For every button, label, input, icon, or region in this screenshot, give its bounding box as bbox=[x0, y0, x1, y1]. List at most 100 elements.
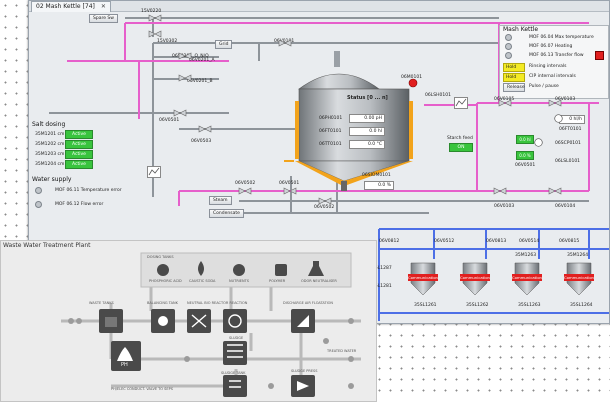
reactor-block bbox=[223, 309, 247, 333]
temp-tag: 06TT0101 bbox=[319, 142, 342, 147]
pressure-value: 0.0 % bbox=[516, 151, 534, 160]
waste-water-window: Waste Water Treatment Plant bbox=[0, 240, 377, 402]
polymer-icon bbox=[275, 264, 287, 276]
label-waste-tanks: WASTE TANKS bbox=[89, 301, 114, 305]
valve-label: 06V0815 bbox=[559, 239, 580, 244]
alarm-tag: 06LSH0101 bbox=[425, 93, 451, 98]
sludge-block bbox=[223, 341, 247, 365]
valve-label: 06V0501 bbox=[159, 118, 180, 123]
level-switch-tag: 06M0101 bbox=[401, 75, 423, 80]
action-label: CIP internal intervals bbox=[529, 74, 576, 79]
sludge-tank-block bbox=[223, 375, 247, 397]
valve-label: 06V0812 bbox=[379, 239, 400, 244]
release-button[interactable]: Release bbox=[503, 83, 525, 92]
tank-status-label: Status [0 ... n] bbox=[347, 95, 388, 101]
mash-kettle-item: MOF 06.04 Max temperature bbox=[529, 35, 594, 40]
status-indicator bbox=[505, 43, 512, 50]
pressure-tag: 06SCP0101 bbox=[555, 141, 581, 146]
label-discharge: DISCHARGE AIR FLOATATION bbox=[283, 301, 334, 305]
salt-tag: 35M1202 cm bbox=[35, 142, 65, 147]
salt-state[interactable]: Active bbox=[65, 140, 93, 149]
tank-alarm[interactable]: Communication bbox=[512, 274, 542, 281]
dosing-item: ODOR NEUTRALISER bbox=[301, 279, 337, 283]
salt-tag: 35M1203 cm bbox=[35, 152, 65, 157]
alarm-lamp bbox=[408, 78, 418, 88]
label-balancing: BALANCING TANK bbox=[147, 301, 178, 305]
valve-label: 06V0514 bbox=[519, 239, 540, 244]
salt-state[interactable]: Active bbox=[65, 160, 93, 169]
mash-kettle-item: MOF 06.07 Heating bbox=[529, 44, 573, 49]
starch-status[interactable]: ON bbox=[449, 143, 473, 152]
hold-button[interactable]: Hold bbox=[503, 63, 525, 72]
valve-label: 06V0101 bbox=[274, 39, 295, 44]
waste-water-diagram bbox=[61, 252, 361, 397]
ph-label: PH bbox=[121, 362, 128, 368]
valve-label: 06V0813 bbox=[486, 239, 507, 244]
alarm-square[interactable] bbox=[595, 51, 604, 60]
nutrients-icon bbox=[233, 264, 245, 276]
dosing-item: PHOSPHORIC ACID bbox=[149, 279, 182, 283]
label-sludge: SLUDGE bbox=[229, 336, 244, 340]
action-label: Pulse / pause bbox=[529, 84, 559, 89]
salt-state[interactable]: Active bbox=[65, 150, 93, 159]
water-supply-title: Water supply bbox=[32, 176, 72, 183]
valve-label: 06V0103 bbox=[555, 97, 576, 102]
valve-icons[interactable] bbox=[29, 1, 609, 323]
trend-icon[interactable] bbox=[454, 97, 468, 109]
valve-label: 06V0502 bbox=[235, 181, 256, 186]
mash-tank bbox=[295, 51, 418, 191]
tank-alarm[interactable]: Communication bbox=[408, 274, 438, 281]
condensate-button[interactable]: Condensate bbox=[209, 209, 244, 218]
trend-icon[interactable] bbox=[147, 166, 161, 178]
salt-dosing-title: Salt dosing bbox=[32, 121, 66, 128]
valve-label: 06V0512 bbox=[434, 239, 455, 244]
dosing-item: POLYMER bbox=[269, 279, 286, 283]
valve-label: 06V0201_A bbox=[189, 58, 215, 63]
caustic-icon bbox=[198, 261, 204, 276]
agitator-tag: 06SIOM0101 bbox=[362, 173, 391, 178]
valve-label: 06V0103 bbox=[494, 204, 515, 209]
valve-label: 06V0201_B bbox=[187, 79, 213, 84]
grid-button[interactable]: Grid bbox=[215, 40, 233, 49]
waste-water-title: Waste Water Treatment Plant bbox=[3, 242, 91, 249]
flow-tag: 06FT0101 bbox=[559, 127, 582, 132]
valve-label: 15V0220 bbox=[141, 9, 162, 14]
label-sludge-press: SLUDGE PRESS bbox=[291, 369, 318, 373]
tank-tag: 35SL1262 bbox=[466, 303, 489, 308]
level-tag: 06LSL0101 bbox=[555, 159, 581, 164]
label-neutralisation: NEUTRAL BIO REACTOR REACTION bbox=[187, 301, 248, 305]
status-indicator bbox=[35, 201, 42, 208]
agitator-value: 0.0 % bbox=[364, 181, 394, 190]
steam-button[interactable]: Steam bbox=[209, 196, 232, 205]
status-indicator bbox=[505, 52, 512, 59]
valve-label: 06V0104 bbox=[555, 204, 576, 209]
starch-feed-label: Starch feed bbox=[447, 136, 473, 141]
hold-button[interactable]: Hold bbox=[503, 73, 525, 82]
valve-label: 06V0502 bbox=[314, 205, 335, 210]
motor-tag: 35M1263 bbox=[515, 253, 537, 258]
temp-value: 0.0 °C bbox=[349, 140, 385, 149]
tank-tag: 35SL1261 bbox=[414, 303, 437, 308]
status-indicator bbox=[35, 187, 42, 194]
left-tag: 35L1287 bbox=[372, 266, 392, 271]
motor-tag: 35M1264 bbox=[567, 253, 589, 258]
valve-label: 06V0501 bbox=[515, 163, 536, 168]
dosing-item: NUTRIENTS bbox=[229, 279, 249, 283]
tank-alarm[interactable]: Communication bbox=[460, 274, 490, 281]
flow-tag: 06FT0101 bbox=[319, 129, 342, 134]
salt-state[interactable]: Active bbox=[65, 130, 93, 139]
window-tab-bar: 02 Mash Kettle [74]✕ bbox=[29, 1, 609, 12]
waste-tanks-block bbox=[99, 309, 123, 333]
label-treated: TREATED WATER bbox=[327, 349, 357, 353]
window-tab[interactable]: 02 Mash Kettle [74]✕ bbox=[31, 1, 111, 12]
gauge-icon bbox=[554, 114, 563, 123]
water-supply-item: MOF 06.11 Temperature error bbox=[55, 188, 122, 193]
spare-sw-button[interactable]: Spare Sw bbox=[89, 14, 118, 23]
tank-alarm[interactable]: Communication bbox=[564, 274, 594, 281]
salt-tag: 35M1201 cm bbox=[35, 132, 65, 137]
flow-left: 0.0 hl bbox=[516, 135, 534, 144]
close-icon[interactable]: ✕ bbox=[100, 3, 106, 10]
gauge-icon bbox=[534, 138, 543, 147]
mash-kettle-title: Mash Kettle bbox=[503, 26, 539, 33]
valve-label: 06V0503 bbox=[191, 139, 212, 144]
